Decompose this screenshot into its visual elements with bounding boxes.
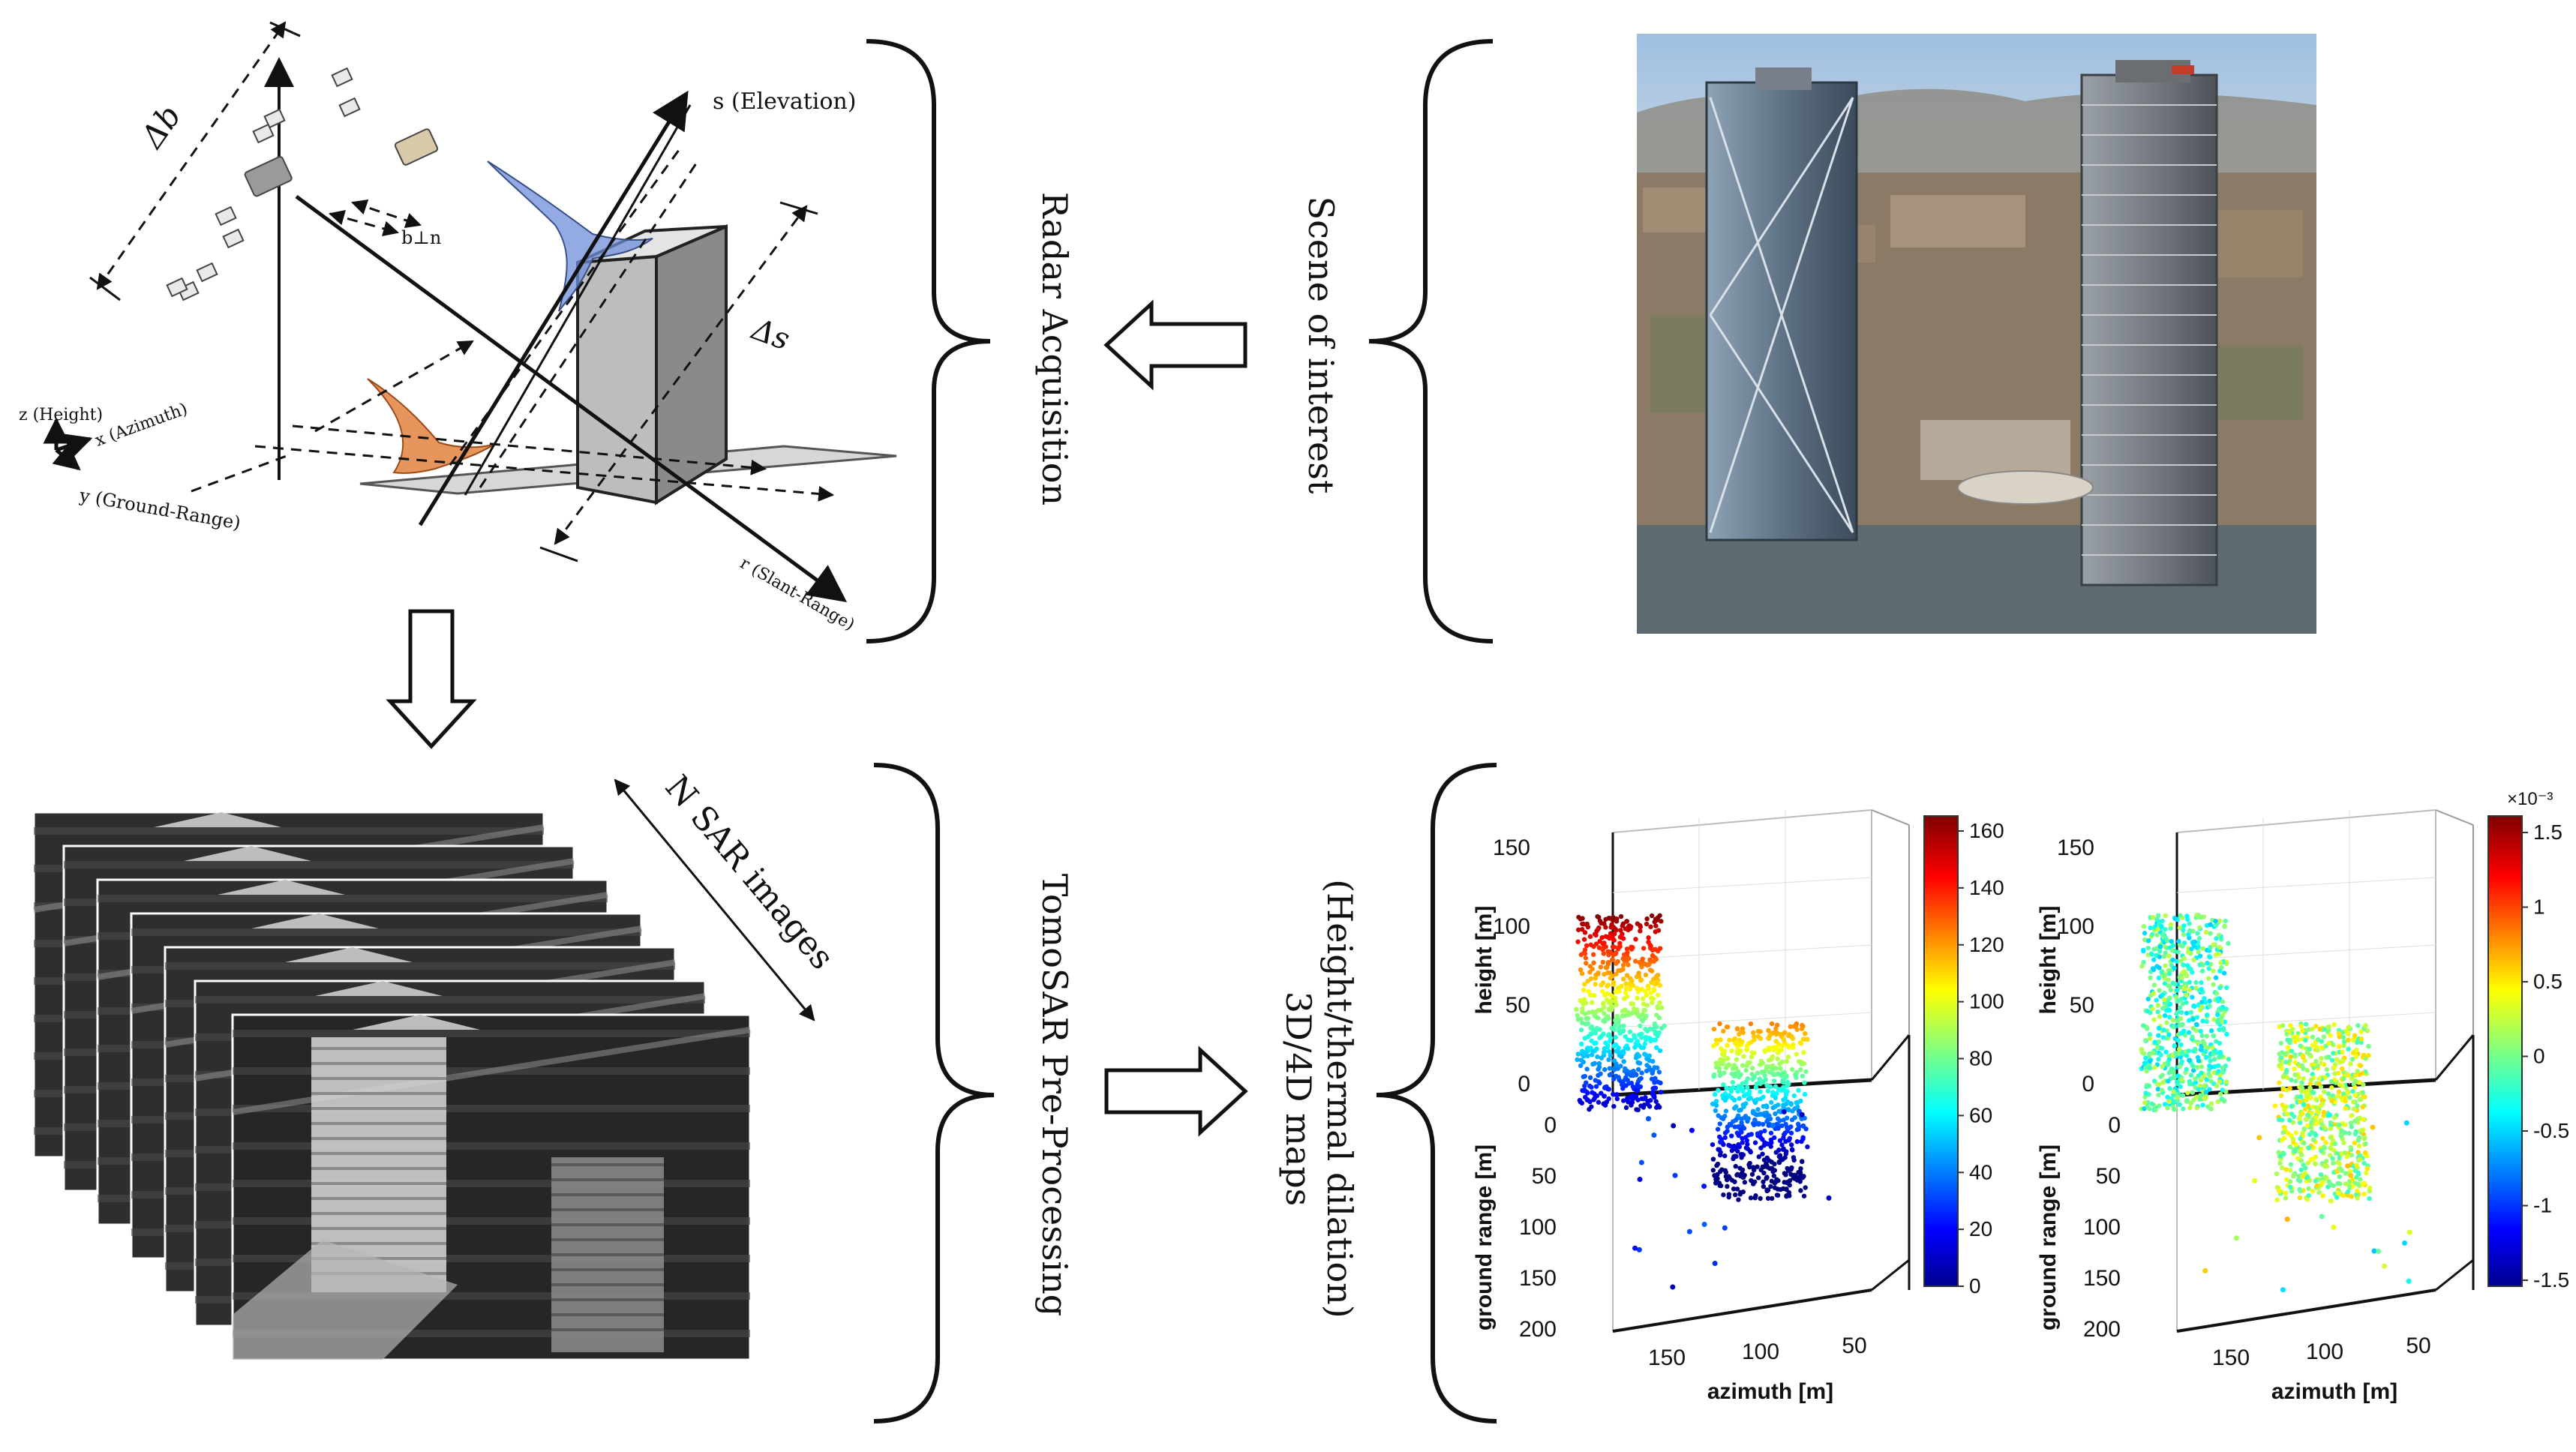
colorbar-tick-label: 0: [2533, 1045, 2545, 1068]
z-tick-label: 0: [1518, 1072, 1530, 1096]
brace-radar-acquisition: [866, 39, 991, 644]
brace-tomosar: [873, 763, 995, 1424]
arrow-left-icon: [1103, 299, 1247, 391]
colorbar-tick-label: 1: [2533, 896, 2545, 919]
brace-maps: [1376, 763, 1497, 1424]
colorbar: [1923, 815, 1959, 1287]
arrow-right-icon: [1104, 1046, 1248, 1137]
colorbar-tick-label: 160: [1969, 819, 2004, 842]
sar-image-stack: N SAR images: [32, 768, 842, 1361]
y-tick-label: 200: [1519, 1317, 1557, 1342]
y-axis-label: ground range [m]: [1472, 1144, 1497, 1330]
y-tick-label: 0: [1544, 1113, 1557, 1138]
colorbar-tick-label: 120: [1969, 933, 2004, 956]
colorbar: [2487, 815, 2523, 1287]
colorbar-tick-label: -0.5: [2533, 1119, 2569, 1142]
scene-photo: [1637, 34, 2316, 634]
y-tick-label: 50: [1532, 1164, 1557, 1189]
colorbar-exponent: ×10⁻³: [2507, 789, 2553, 809]
x-tick-label: 100: [2306, 1340, 2343, 1364]
n-sar-double-arrow: [614, 778, 815, 1022]
y-tick-label: 150: [1519, 1266, 1557, 1291]
tomosar-label: TomoSAR Pre-Processing: [1034, 874, 1075, 1316]
z-tick-label: 0: [2082, 1072, 2094, 1096]
x-tick-label: 50: [1842, 1334, 1866, 1358]
z-axis-label: height [m]: [1472, 906, 1497, 1015]
height-axis-label: z (Height): [19, 406, 103, 424]
flow-connectors: [866, 39, 1497, 1424]
colorbar-tick-label: 60: [1969, 1103, 1992, 1126]
y-tick-label: 150: [2083, 1266, 2121, 1291]
colorbar-tick-label: 100: [1969, 990, 2004, 1013]
brace-scene-of-interest: [1368, 39, 1494, 644]
elevation-label: s (Elevation): [713, 88, 856, 115]
x-tick-label: 100: [1742, 1340, 1779, 1364]
tower-b: [2080, 74, 2218, 586]
colorbar-tick-label: 40: [1969, 1160, 1992, 1184]
y-axis-label: ground range [m]: [2036, 1144, 2061, 1330]
z-tick-label: 100: [1493, 914, 1530, 939]
colorbar-tick-label: -1.5: [2533, 1268, 2569, 1292]
z-tick-label: 50: [1506, 993, 1530, 1018]
y-tick-label: 200: [2083, 1317, 2121, 1342]
delta-s-label: Δs: [746, 311, 794, 357]
maps-label-line1: 3D/4D maps: [1278, 992, 1319, 1207]
colorbar-tick-label: 1.5: [2533, 820, 2562, 844]
scene-of-interest-label: Scene of interest: [1301, 196, 1341, 494]
maps-label-line2: (Height/thermal dilation): [1320, 879, 1360, 1318]
z-tick-label: 50: [2070, 993, 2094, 1018]
point-cloud: [2139, 912, 2412, 1293]
satellite-icons: [166, 67, 439, 302]
colorbar-tick-label: 0: [1969, 1274, 1981, 1298]
y-tick-label: 100: [1519, 1215, 1557, 1240]
colorbar-tick-label: 80: [1969, 1047, 1992, 1070]
y-tick-label: 0: [2108, 1113, 2121, 1138]
z-tick-label: 150: [2057, 836, 2094, 860]
building-front: [576, 254, 658, 505]
acquisition-geometry-diagram: Δb b⊥n Δs s (Elevation) z (Height) x (Az…: [19, 21, 897, 634]
orange-lobe: [367, 378, 496, 474]
z-axis-label: height [m]: [2036, 906, 2061, 1015]
x-axis-label: azimuth [m]: [2271, 1379, 2397, 1404]
colorbar-tick-label: 20: [1969, 1217, 1992, 1240]
colorbar-tick-label: -1: [2533, 1194, 2552, 1217]
y-tick-label: 100: [2083, 1215, 2121, 1240]
x-tick-label: 150: [2212, 1346, 2250, 1370]
ground-range-axis-label: y (Ground-Range): [77, 484, 242, 533]
x-axis-label: azimuth [m]: [1707, 1379, 1833, 1404]
tower-a: [1705, 81, 1858, 542]
x-tick-label: 150: [1648, 1346, 1686, 1370]
z-tick-label: 150: [1493, 836, 1530, 860]
colorbar-tick-label: 140: [1969, 876, 2004, 899]
b-perp-label: b⊥n: [401, 227, 441, 248]
z-tick-label: 100: [2057, 914, 2094, 939]
azimuth-axis-label: x (Azimuth): [93, 400, 191, 451]
delta-b-label: Δb: [133, 98, 188, 156]
x-tick-label: 50: [2406, 1334, 2430, 1358]
y-tick-label: 50: [2096, 1164, 2121, 1189]
n-sar-label: N SAR images: [658, 768, 842, 976]
colorbar-tick-label: 0.5: [2533, 970, 2562, 993]
radar-acquisition-label: Radar Acquisition: [1034, 192, 1075, 506]
elevation-axis: [418, 90, 689, 526]
point-cloud: [1574, 913, 1832, 1290]
arrow-down-icon: [386, 609, 477, 749]
